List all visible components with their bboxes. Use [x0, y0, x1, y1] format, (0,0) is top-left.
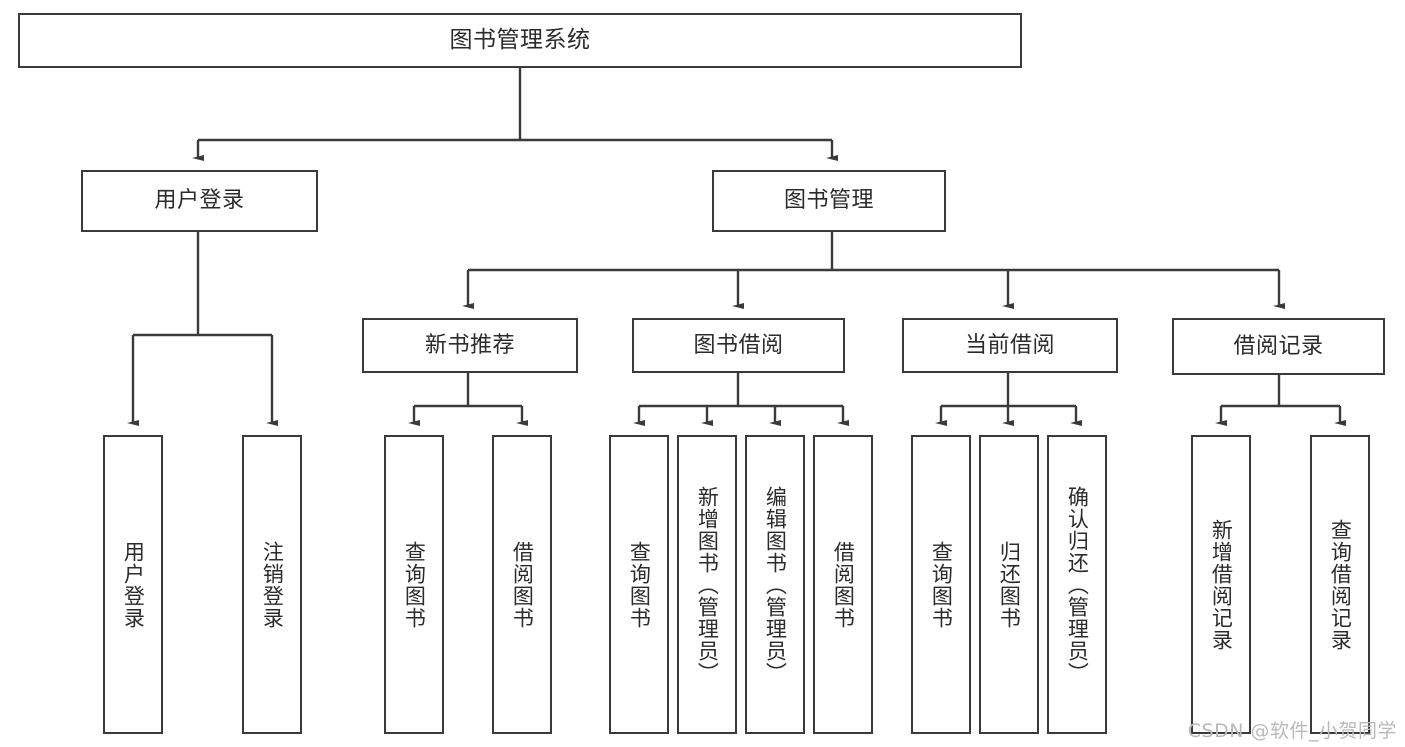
leaf-add-borrow-record[interactable]: 新增借阅记录: [1191, 435, 1251, 734]
node-label: 用户登录: [121, 540, 146, 629]
node-label: 查询图书: [627, 540, 652, 629]
leaf-query-book-borrow[interactable]: 查询图书: [609, 435, 669, 734]
node-book-management[interactable]: 图书管理: [712, 170, 946, 232]
node-label: 确认归还（管理员）: [1065, 485, 1090, 684]
node-new-book-recommend[interactable]: 新书推荐: [362, 318, 578, 373]
node-label: 编辑图书（管理员）: [763, 485, 788, 684]
leaf-query-book-recommend[interactable]: 查询图书: [384, 435, 444, 734]
node-label: 注销登录: [260, 540, 285, 629]
leaf-confirm-return-admin[interactable]: 确认归还（管理员）: [1047, 435, 1107, 734]
node-label: 当前借阅: [964, 332, 1055, 358]
leaf-logout[interactable]: 注销登录: [242, 435, 302, 734]
node-label: 查询图书: [402, 540, 427, 629]
node-label: 图书借阅: [693, 332, 784, 358]
node-label: 图书管理: [783, 188, 874, 214]
node-label: 新书推荐: [424, 332, 515, 358]
node-label: 新增借阅记录: [1209, 518, 1234, 651]
leaf-return-book[interactable]: 归还图书: [979, 435, 1039, 734]
node-user-login[interactable]: 用户登录: [81, 170, 318, 232]
node-label: 归还图书: [997, 540, 1022, 629]
node-label: 图书管理系统: [449, 27, 591, 54]
node-current-borrow[interactable]: 当前借阅: [902, 318, 1118, 373]
node-borrow-record[interactable]: 借阅记录: [1172, 318, 1385, 375]
leaf-user-login[interactable]: 用户登录: [103, 435, 163, 734]
node-root-system[interactable]: 图书管理系统: [18, 13, 1022, 68]
node-label: 用户登录: [154, 188, 245, 214]
leaf-borrow-book-recommend[interactable]: 借阅图书: [492, 435, 552, 734]
node-label: 借阅图书: [510, 540, 535, 629]
node-book-borrow[interactable]: 图书借阅: [632, 318, 845, 373]
leaf-edit-book-admin[interactable]: 编辑图书（管理员）: [745, 435, 805, 734]
leaf-add-book-admin[interactable]: 新增图书（管理员）: [677, 435, 737, 734]
leaf-query-book-current[interactable]: 查询图书: [911, 435, 971, 734]
leaf-query-borrow-record[interactable]: 查询借阅记录: [1310, 435, 1370, 734]
node-label: 查询图书: [929, 540, 954, 629]
node-label: 借阅记录: [1233, 333, 1324, 359]
node-label: 借阅图书: [831, 540, 856, 629]
node-label: 新增图书（管理员）: [695, 485, 720, 684]
node-label: 查询借阅记录: [1328, 518, 1353, 651]
leaf-borrow-book[interactable]: 借阅图书: [813, 435, 873, 734]
